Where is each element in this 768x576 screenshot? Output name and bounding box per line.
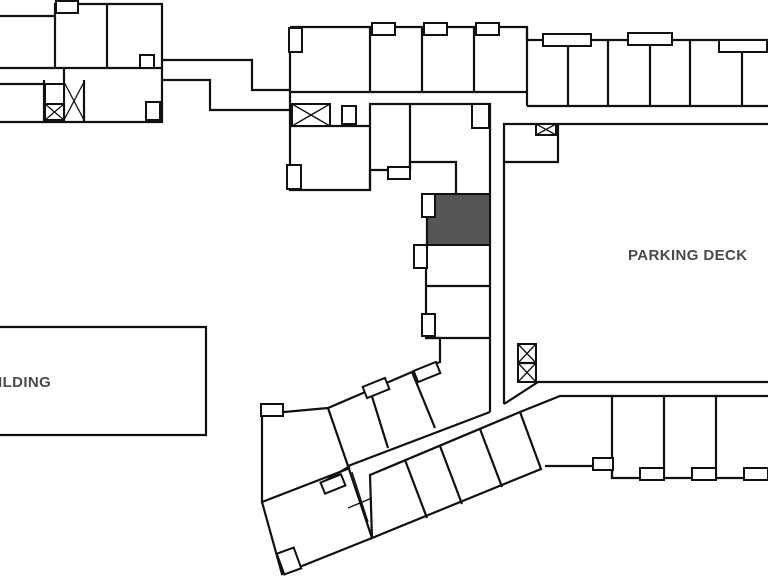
bottom-right-row [519,394,768,481]
left-building: ILDING [0,325,208,437]
elevator-icon [291,103,331,127]
central-spine [411,193,492,412]
top-left-wing [0,0,164,124]
stair-icon [535,123,557,136]
connector-corridor [162,58,290,112]
elevator-icon [63,81,85,121]
stair-icon [347,471,373,523]
stair-icon [44,103,65,121]
parking-deck: PARKING DECK [502,122,768,405]
highlighted-unit[interactable] [426,193,491,246]
building-label: ILDING [0,374,51,391]
stair-icon [517,343,537,383]
top-center-block [286,22,768,246]
bottom-diagonal-wings [260,360,543,576]
parking-deck-label: PARKING DECK [628,247,748,264]
